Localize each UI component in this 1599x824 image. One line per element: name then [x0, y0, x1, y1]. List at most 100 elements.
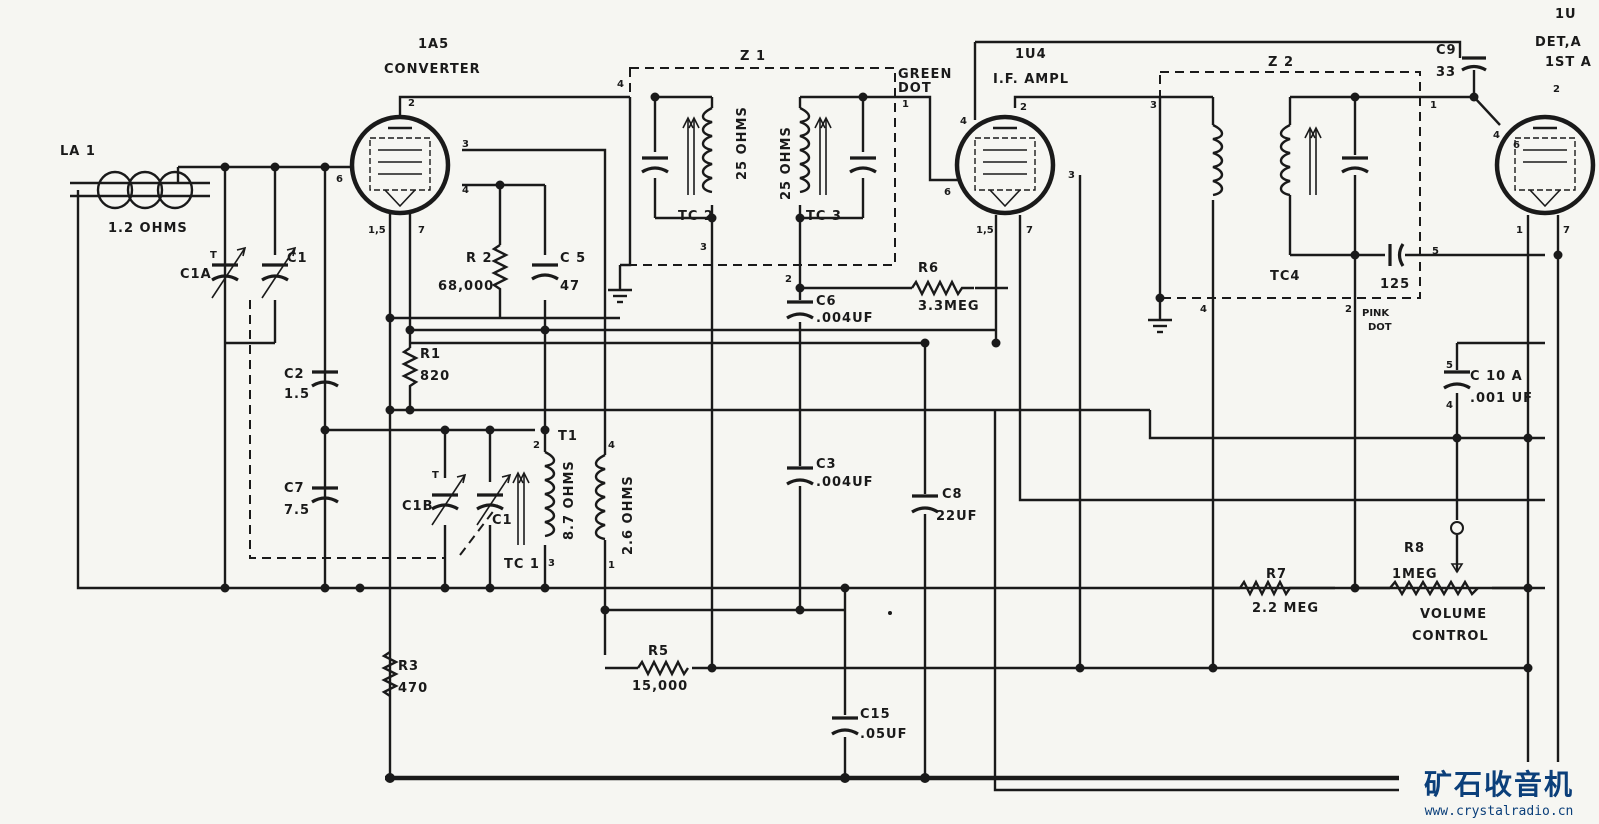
v2-pin-2: 2 [1020, 102, 1027, 113]
c2-value: 1.5 [284, 387, 310, 402]
tube-v2 [954, 114, 1056, 216]
v3-type-label: 1U [1555, 7, 1577, 22]
r5-name: R5 [648, 644, 669, 659]
v1-type-label: 1A5 [418, 37, 449, 52]
r1-resistor [401, 347, 419, 392]
antenna-loop [96, 170, 194, 210]
v1-function-label: CONVERTER [384, 62, 481, 77]
c1b-capacitor [431, 473, 467, 526]
z2-pin-3: 3 [1150, 100, 1157, 111]
z1-dot-tag: DOT [898, 81, 932, 96]
c1-prime-name: C1 [492, 513, 513, 528]
r8-name: R8 [1404, 541, 1425, 556]
la1-name: LA 1 [60, 144, 96, 159]
c1a-name: C1A [180, 267, 212, 282]
v2-function-label: I.F. AMPL [993, 72, 1069, 87]
ground-z1 [608, 288, 632, 304]
c8-capacitor [911, 494, 939, 514]
c7-capacitor [311, 486, 339, 504]
c9-capacitor [1461, 56, 1487, 72]
c5-capacitor [531, 263, 559, 281]
c2-capacitor [311, 370, 339, 388]
c125-value: 125 [1380, 277, 1410, 292]
r6-name: R6 [918, 261, 939, 276]
z2-primary-coil [1212, 123, 1224, 197]
r3-resistor [381, 651, 399, 697]
tc4-name: TC4 [1270, 269, 1300, 284]
c1-name: C1 [287, 251, 308, 266]
coils [512, 106, 1322, 545]
tube-v1 [349, 114, 451, 216]
v1-pin-2: 2 [408, 98, 415, 109]
r6-resistor [911, 279, 974, 297]
v3-pin-7: 7 [1563, 225, 1570, 236]
z2-pink-tag: PINK [1362, 308, 1390, 319]
tc1-value: 8.7 OHMS [562, 460, 577, 540]
v3-pin-2: 2 [1553, 84, 1560, 95]
c5-name: C 5 [560, 251, 586, 266]
v3-pin-1: 1 [1516, 225, 1523, 236]
r1-name: R1 [420, 347, 441, 362]
tc3-capacitor [849, 156, 877, 174]
c10a-pin-5: 5 [1446, 360, 1453, 371]
c1a-capacitor [211, 246, 247, 299]
tc1-name: TC 1 [504, 557, 540, 572]
r8-resistor [1389, 579, 1479, 597]
z2-pin-2: 2 [1345, 304, 1352, 315]
z1-pin-1: 1 [902, 99, 909, 110]
c15-capacitor [831, 716, 859, 736]
watermark-logo: 矿石收音机 [1423, 768, 1574, 801]
c6-name: C6 [816, 294, 837, 309]
c6-capacitor [786, 300, 814, 320]
v3-pin-4: 4 [1493, 130, 1500, 141]
r7-value: 2.2 MEG [1252, 601, 1319, 616]
r2-value: 68,000 [438, 279, 494, 294]
z2-shield [1159, 71, 1421, 299]
t1-secondary-value: 2.6 OHMS [621, 475, 636, 555]
tc4-capacitor [1341, 156, 1369, 174]
junction-dots [220, 92, 1563, 783]
r2-resistor [491, 244, 509, 295]
c7-value: 7.5 [284, 503, 310, 518]
z2-pin-4: 4 [1200, 304, 1207, 315]
r1-value: 820 [420, 369, 450, 384]
c1b-name: C1B [402, 499, 434, 514]
z1-label: Z 1 [740, 49, 766, 64]
t1-pin-4: 4 [608, 440, 615, 451]
resistors [381, 244, 1479, 697]
tc2-coil [682, 106, 713, 195]
tc3-value: 25 OHMS [779, 126, 794, 200]
v1-pin-6: 6 [336, 174, 343, 185]
c10a-name: C 10 A [1470, 369, 1523, 384]
c8-value: 22UF [936, 509, 978, 524]
v2-pin-4: 4 [960, 116, 967, 127]
z2-pin-5: 5 [1432, 246, 1439, 257]
c10a-value: .001 UF [1470, 391, 1533, 406]
tc3-coil [799, 106, 832, 195]
tc3-name: TC 3 [806, 209, 842, 224]
c8-name: C8 [942, 487, 963, 502]
r6-value: 3.3MEG [918, 299, 980, 314]
tube-v3 [1494, 114, 1596, 216]
c1-capacitor [261, 246, 297, 299]
la1-value: 1.2 OHMS [108, 221, 188, 236]
t1-pin-3: 3 [548, 558, 555, 569]
t1-pin-2: 2 [533, 440, 540, 451]
c7-name: C7 [284, 481, 305, 496]
labels: 1A5 CONVERTER 1U4 I.F. AMPL 1U DET,A 1ST… [60, 7, 1591, 742]
c3-value: .004UF [816, 475, 874, 490]
c9-value: 33 [1436, 65, 1456, 80]
z2-pin-1: 1 [1430, 100, 1437, 111]
v1-pin-7: 7 [418, 225, 425, 236]
c1a-trim: T [210, 250, 217, 261]
ground-z2 [1148, 318, 1172, 334]
t1-secondary-coil [594, 453, 606, 541]
c125-capacitor [1388, 243, 1405, 267]
r8-value: 1MEG [1392, 567, 1438, 582]
dashed-shields [249, 67, 1421, 559]
c15-name: C15 [860, 707, 891, 722]
r3-name: R3 [398, 659, 419, 674]
v3-function-label-1: DET,A [1535, 35, 1582, 50]
gang-link [249, 300, 446, 559]
